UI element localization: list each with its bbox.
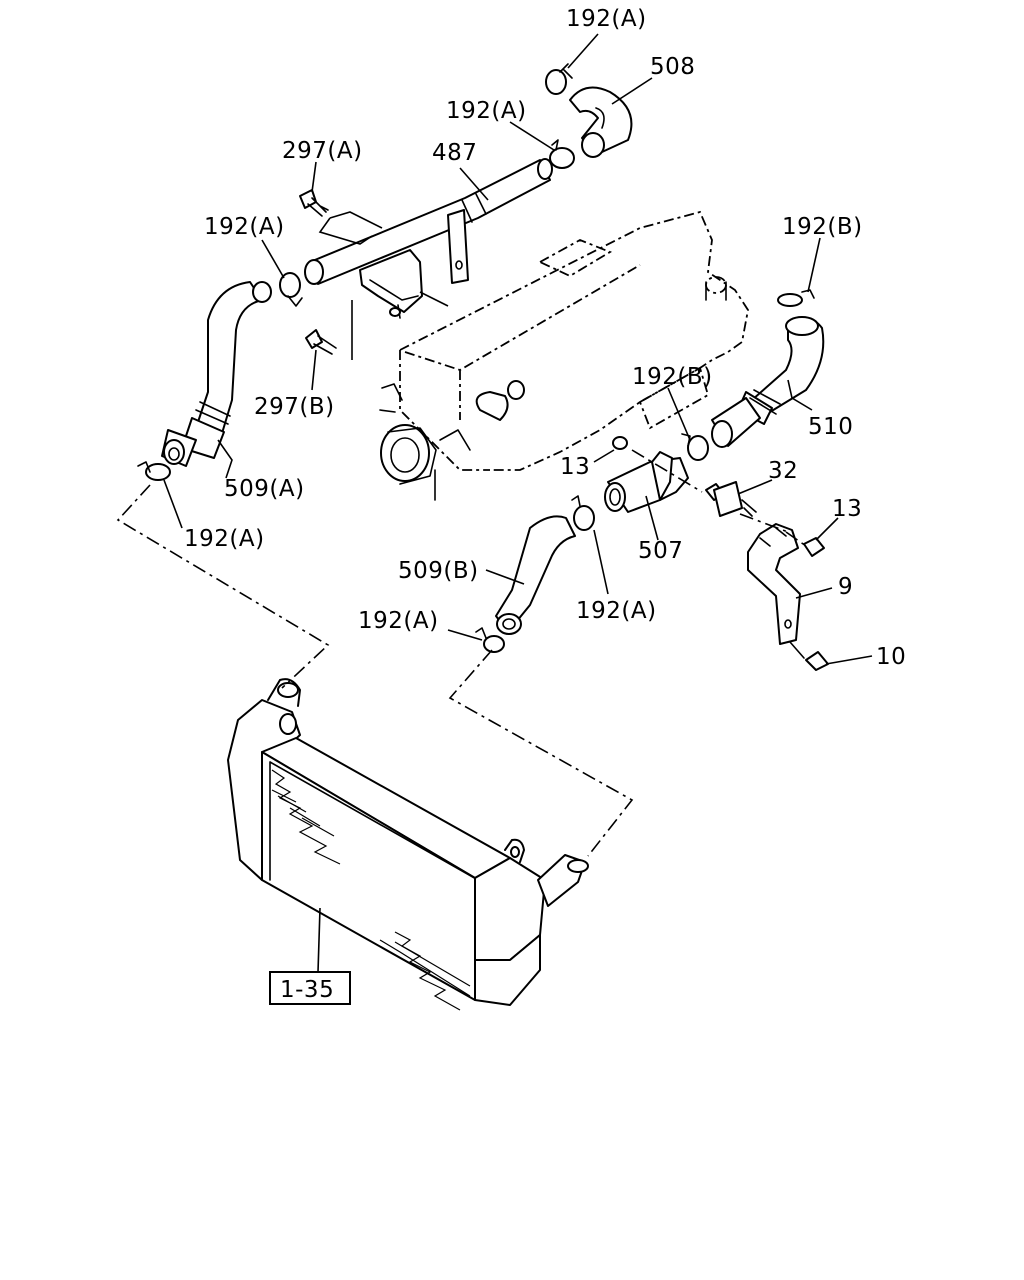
- pipe-487: [304, 158, 553, 360]
- clamp-192a-right: [475, 627, 505, 653]
- label-510: 510: [808, 414, 853, 440]
- sensor-32: [705, 481, 757, 517]
- label-192b-top: 192(B): [782, 214, 863, 240]
- clamp-192b-mid: [681, 433, 709, 461]
- label-297b: 297(B): [254, 394, 335, 420]
- label-192a-low: 192(A): [184, 526, 265, 552]
- label-192a-upper: 192(A): [446, 98, 527, 124]
- bracket-9: [747, 523, 801, 645]
- label-487: 487: [432, 140, 477, 166]
- label-10: 10: [876, 644, 906, 670]
- outlet-507: [604, 436, 689, 513]
- label-9: 9: [838, 574, 853, 600]
- label-508: 508: [650, 54, 695, 80]
- label-32: 32: [768, 458, 798, 484]
- clamp-192a-mid: [571, 495, 595, 531]
- label-192a-mid: 192(A): [358, 608, 439, 634]
- hose-508: [569, 86, 633, 158]
- bolt-297b: [305, 329, 337, 355]
- label-507: 507: [638, 538, 683, 564]
- label-192a-right: 192(A): [576, 598, 657, 624]
- hose-509a: [161, 281, 272, 467]
- reference-box-label: 1-35: [280, 977, 334, 1003]
- reference-box: 1-35: [269, 971, 351, 1005]
- clamp-192a-left: [279, 272, 303, 307]
- nut-13-right: [803, 537, 825, 557]
- engine-block: [379, 210, 749, 501]
- clamp-192a-top: [545, 63, 573, 95]
- clamp-192a-upper: [549, 139, 575, 169]
- leader-lines: [163, 33, 873, 665]
- label-192b-mid: 192(B): [632, 364, 713, 390]
- label-192a-top: 192(A): [566, 6, 647, 32]
- hose-510: [711, 316, 825, 448]
- centerline-right: [448, 649, 634, 857]
- centerline-bracket: [631, 449, 807, 547]
- intercooler: [227, 678, 589, 1011]
- bolt-297a: [299, 189, 329, 217]
- label-13-right: 13: [832, 496, 862, 522]
- label-13-left: 13: [560, 454, 590, 480]
- clamp-192b-top: [777, 289, 815, 307]
- bolt-10: [789, 641, 829, 671]
- label-297a: 297(A): [282, 138, 363, 164]
- label-192a-left: 192(A): [204, 214, 285, 240]
- clamp-192a-low: [137, 461, 171, 481]
- centerline-left: [116, 484, 330, 689]
- label-509a: 509(A): [224, 476, 305, 502]
- hose-509b: [495, 515, 576, 635]
- label-509b: 509(B): [398, 558, 479, 584]
